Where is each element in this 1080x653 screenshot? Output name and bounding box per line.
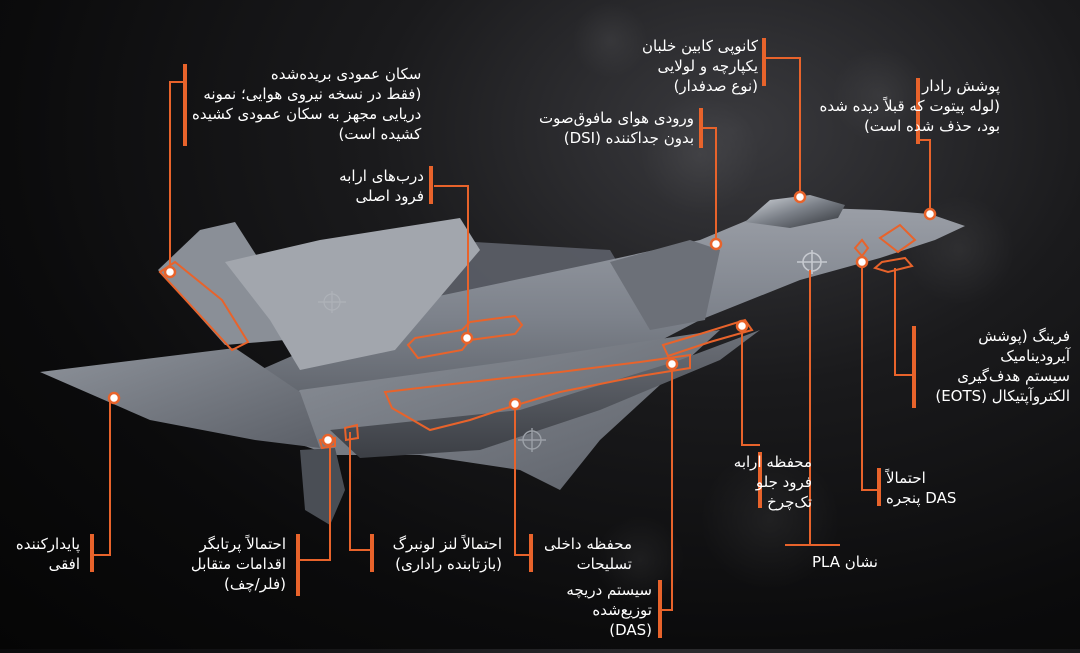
dsi-line-2: بدون جداکننده (DSI) xyxy=(563,129,694,147)
das-system-leader xyxy=(660,364,673,611)
das-window-line-1: احتمالاً xyxy=(886,469,926,487)
das-system-line-3: (DAS) xyxy=(609,621,652,639)
das-window-outline xyxy=(853,238,870,258)
lens-line-1: احتمالاً لنز لونبرگ xyxy=(392,535,502,553)
pla-star-icon xyxy=(797,250,827,274)
countermeasures-label: احتمالاً پرتابگر اقدامات متقابل (فلر/چف) xyxy=(191,534,286,594)
countermeasure-line-3: (فلر/چف) xyxy=(224,575,286,593)
wing-star-icon xyxy=(518,428,546,452)
canopy-leader xyxy=(766,57,801,195)
countermeasure-line-1: احتمالاً پرتابگر xyxy=(199,535,286,553)
weapons-bay-outline xyxy=(383,353,691,432)
weapons-bay-line-1: محفظه داخلی xyxy=(543,535,632,553)
nose-gear-bay-label: محفظه ارابه فرود جلو تک‌چرخ xyxy=(712,452,812,512)
radome-line-3: بود، حذف شده است) xyxy=(863,117,1000,135)
radome-label: پوشش رادار (لوله پیتوت که قبلاً دیده شده… xyxy=(820,76,1000,136)
das-window-label: احتمالاً DAS پنجره xyxy=(886,468,976,508)
vertical-tail-line-3: دریایی مجهز به سکان عمودی کشیده xyxy=(192,105,422,123)
countermeasure-line-2: اقدامات متقابل xyxy=(190,555,286,573)
bokeh-background xyxy=(572,2,1015,605)
weapons-bay-label: محفظه داخلی تسلیحات xyxy=(544,534,632,574)
pla-line-1: نشان PLA xyxy=(812,553,878,571)
eots-line-4: الکتروآپتیکال (EOTS) xyxy=(935,387,1070,405)
gear-doors-line-2: فرود اصلی xyxy=(355,187,424,205)
das-system-label: سیستم دریچه توزیع‌شده (DAS) xyxy=(566,580,652,640)
canopy-line-3: (نوع صدفدار) xyxy=(673,77,758,95)
radome-line-2: (لوله پیتوت که قبلاً دیده شده xyxy=(819,97,1000,115)
leader-lines xyxy=(94,57,931,611)
das-system-line-2: توزیع‌شده xyxy=(592,601,652,619)
dsi-intake-label: ورودی هوای مافوق‌صوت بدون جداکننده (DSI) xyxy=(539,108,694,148)
pla-leader xyxy=(785,270,840,546)
tail-star-icon xyxy=(318,291,346,313)
vertical-tail-line-1: سکان عمودی بریده‌شده xyxy=(270,65,422,83)
dsi-line-1: ورودی هوای مافوق‌صوت xyxy=(538,109,694,127)
weapons-bay-leader xyxy=(514,404,530,556)
stabilizer-leader xyxy=(94,398,111,556)
tail-outline xyxy=(158,260,250,352)
radome-line-1: پوشش رادار xyxy=(922,77,1000,95)
eots-label: فرینگ (پوشش آیرودینامیک سیستم هدف‌گیری ا… xyxy=(935,326,1070,406)
fighter-jet xyxy=(40,195,965,525)
horizontal-stabilizer-label: پایدارکننده افقی xyxy=(16,534,80,574)
nose-gear-bay-outline xyxy=(661,318,754,358)
pla-marking-label: نشان PLA xyxy=(812,552,892,572)
panel-outlines xyxy=(158,223,917,450)
dsi-leader xyxy=(702,127,717,240)
stabilizer-line-1: پایدارکننده xyxy=(15,535,80,553)
main-gear-doors-label: درب‌های ارابه فرود اصلی xyxy=(339,166,424,206)
nose-gear-line-2: فرود جلو xyxy=(755,473,812,491)
lens-line-2: (بازتابنده راداری) xyxy=(395,555,502,573)
stabilizer-line-2: افقی xyxy=(48,555,80,573)
countermeasure-leader xyxy=(300,440,331,561)
nose-gear-line-3: تک‌چرخ xyxy=(767,493,812,511)
radome-leader xyxy=(920,139,931,212)
vertical-tail-line-4: کشیده است) xyxy=(338,125,422,143)
canopy-line-1: کانوپی کابین خلبان xyxy=(641,37,758,55)
weapons-bay-line-2: تسلیحات xyxy=(576,555,632,573)
canopy-line-2: یکپارچه و لولایی xyxy=(657,57,758,75)
callout-dots xyxy=(107,190,937,447)
eots-line-2: آیرودینامیک xyxy=(1000,347,1070,365)
eots-leader xyxy=(894,268,912,376)
vertical-tail-label: سکان عمودی بریده‌شده (فقط در نسخه نیروی … xyxy=(192,64,421,144)
gear-doors-leader xyxy=(434,185,469,338)
luneburg-lens-label: احتمالاً لنز لونبرگ (بازتابنده راداری) xyxy=(393,534,502,574)
tail-leader xyxy=(169,81,185,270)
nose-gear-leader xyxy=(741,325,760,446)
das-window-leader xyxy=(861,262,880,491)
label-bars xyxy=(90,38,920,638)
gear-doors-line-1: درب‌های ارابه xyxy=(339,167,424,185)
das-window-line-2: DAS پنجره xyxy=(886,489,957,507)
main-gear-door-outline xyxy=(406,314,524,360)
eots-line-3: سیستم هدف‌گیری xyxy=(957,367,1070,385)
lens-leader xyxy=(349,432,370,551)
das-system-line-1: سیستم دریچه xyxy=(566,581,652,599)
eots-line-1: فرینگ (پوشش xyxy=(978,327,1070,345)
lens-outline xyxy=(343,423,360,442)
radome-outline xyxy=(878,223,917,254)
eots-outline xyxy=(872,256,914,274)
nose-gear-line-1: محفظه ارابه xyxy=(733,453,812,471)
canopy-label: کانوپی کابین خلبان یکپارچه و لولایی (نوع… xyxy=(642,36,758,96)
vertical-tail-line-2: (فقط در نسخه نیروی هوایی؛ نمونه xyxy=(203,85,422,103)
